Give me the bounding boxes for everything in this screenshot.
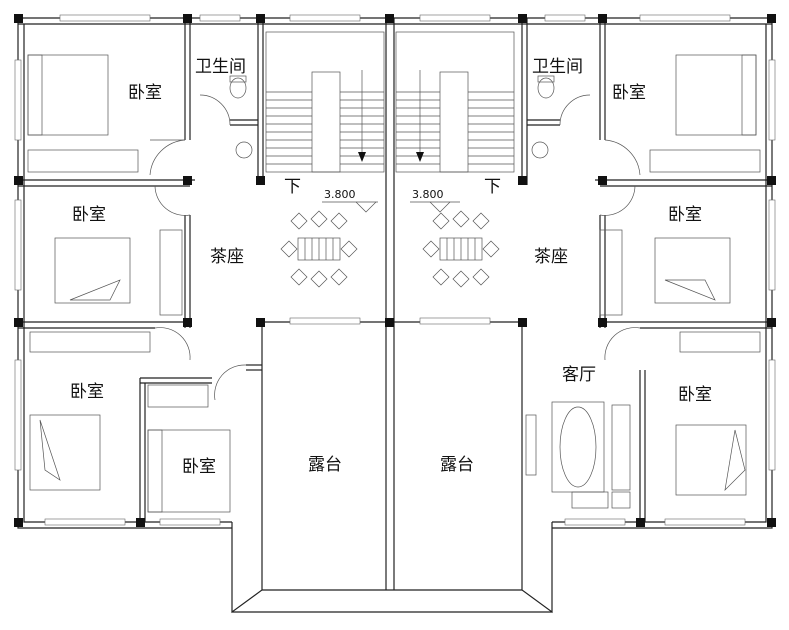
room-label-tea-seat-left: 茶座 [210,247,244,267]
stool [330,212,348,230]
stool [472,212,490,230]
elevation-marker-left: 3.800 [322,188,378,213]
bed-left-middle [54,229,183,316]
tea-table-right [422,210,500,288]
room-label-bedroom-right-top: 卧室 [612,83,646,103]
elevation-marker-right: 3.800 [410,188,460,213]
bathroom-fixtures-left [229,75,253,159]
stool [290,268,308,286]
room-label-living-room: 客厅 [562,365,596,385]
room-label-tea-seat-right: 茶座 [534,247,568,267]
elevation-label-left: 3.800 [324,188,356,201]
stool [290,212,308,230]
bed-right-middle [599,229,731,316]
stool [482,240,500,258]
elevation-label-right: 3.800 [412,188,444,201]
bed-left-small-room [147,384,231,513]
pillars [14,14,776,527]
stool [310,270,328,288]
bathroom-fixtures-right [531,75,555,159]
outer-walls [17,17,773,529]
room-label-bedroom-left-top: 卧室 [128,83,162,103]
stair-label-down-left: 下 [284,177,301,197]
room-labels: 卧室 卫生间 卧室 茶座 卧室 卧室 露台 露台 卫生间 卧室 卧室 茶座 客厅… [70,57,712,477]
stool [432,212,450,230]
tea-table-left [280,210,358,288]
windows [14,14,776,526]
interior-walls-right [521,18,772,522]
bed-right-bottom [675,331,761,496]
staircase-right [395,31,515,173]
stool [472,268,490,286]
terrace-outline [231,18,553,614]
room-label-bedroom-right-bottom: 卧室 [678,385,712,405]
stool [340,240,358,258]
bed-left-bottom [29,331,151,491]
room-label-bedroom-left-bottom: 卧室 [70,382,104,402]
staircase-left [265,31,385,173]
stool [310,210,328,228]
bed-right-top [649,54,761,173]
room-label-bathroom-left: 卫生间 [195,57,246,77]
doors [149,94,641,401]
stool [422,240,440,258]
stool [452,270,470,288]
interior-walls-left [18,18,264,522]
stool [330,268,348,286]
bed-left-top [27,54,139,173]
room-label-bedroom-left-middle: 卧室 [72,205,106,225]
stool [280,240,298,258]
room-label-terrace-left: 露台 [308,455,342,475]
room-label-terrace-right: 露台 [440,455,474,475]
room-label-bedroom-left-small: 卧室 [182,457,216,477]
stair-label-down-right: 下 [484,177,501,197]
stool [452,210,470,228]
living-room-furniture [525,401,631,509]
stool [432,268,450,286]
room-label-bedroom-right-middle: 卧室 [668,205,702,225]
room-label-bathroom-right: 卫生间 [532,57,583,77]
